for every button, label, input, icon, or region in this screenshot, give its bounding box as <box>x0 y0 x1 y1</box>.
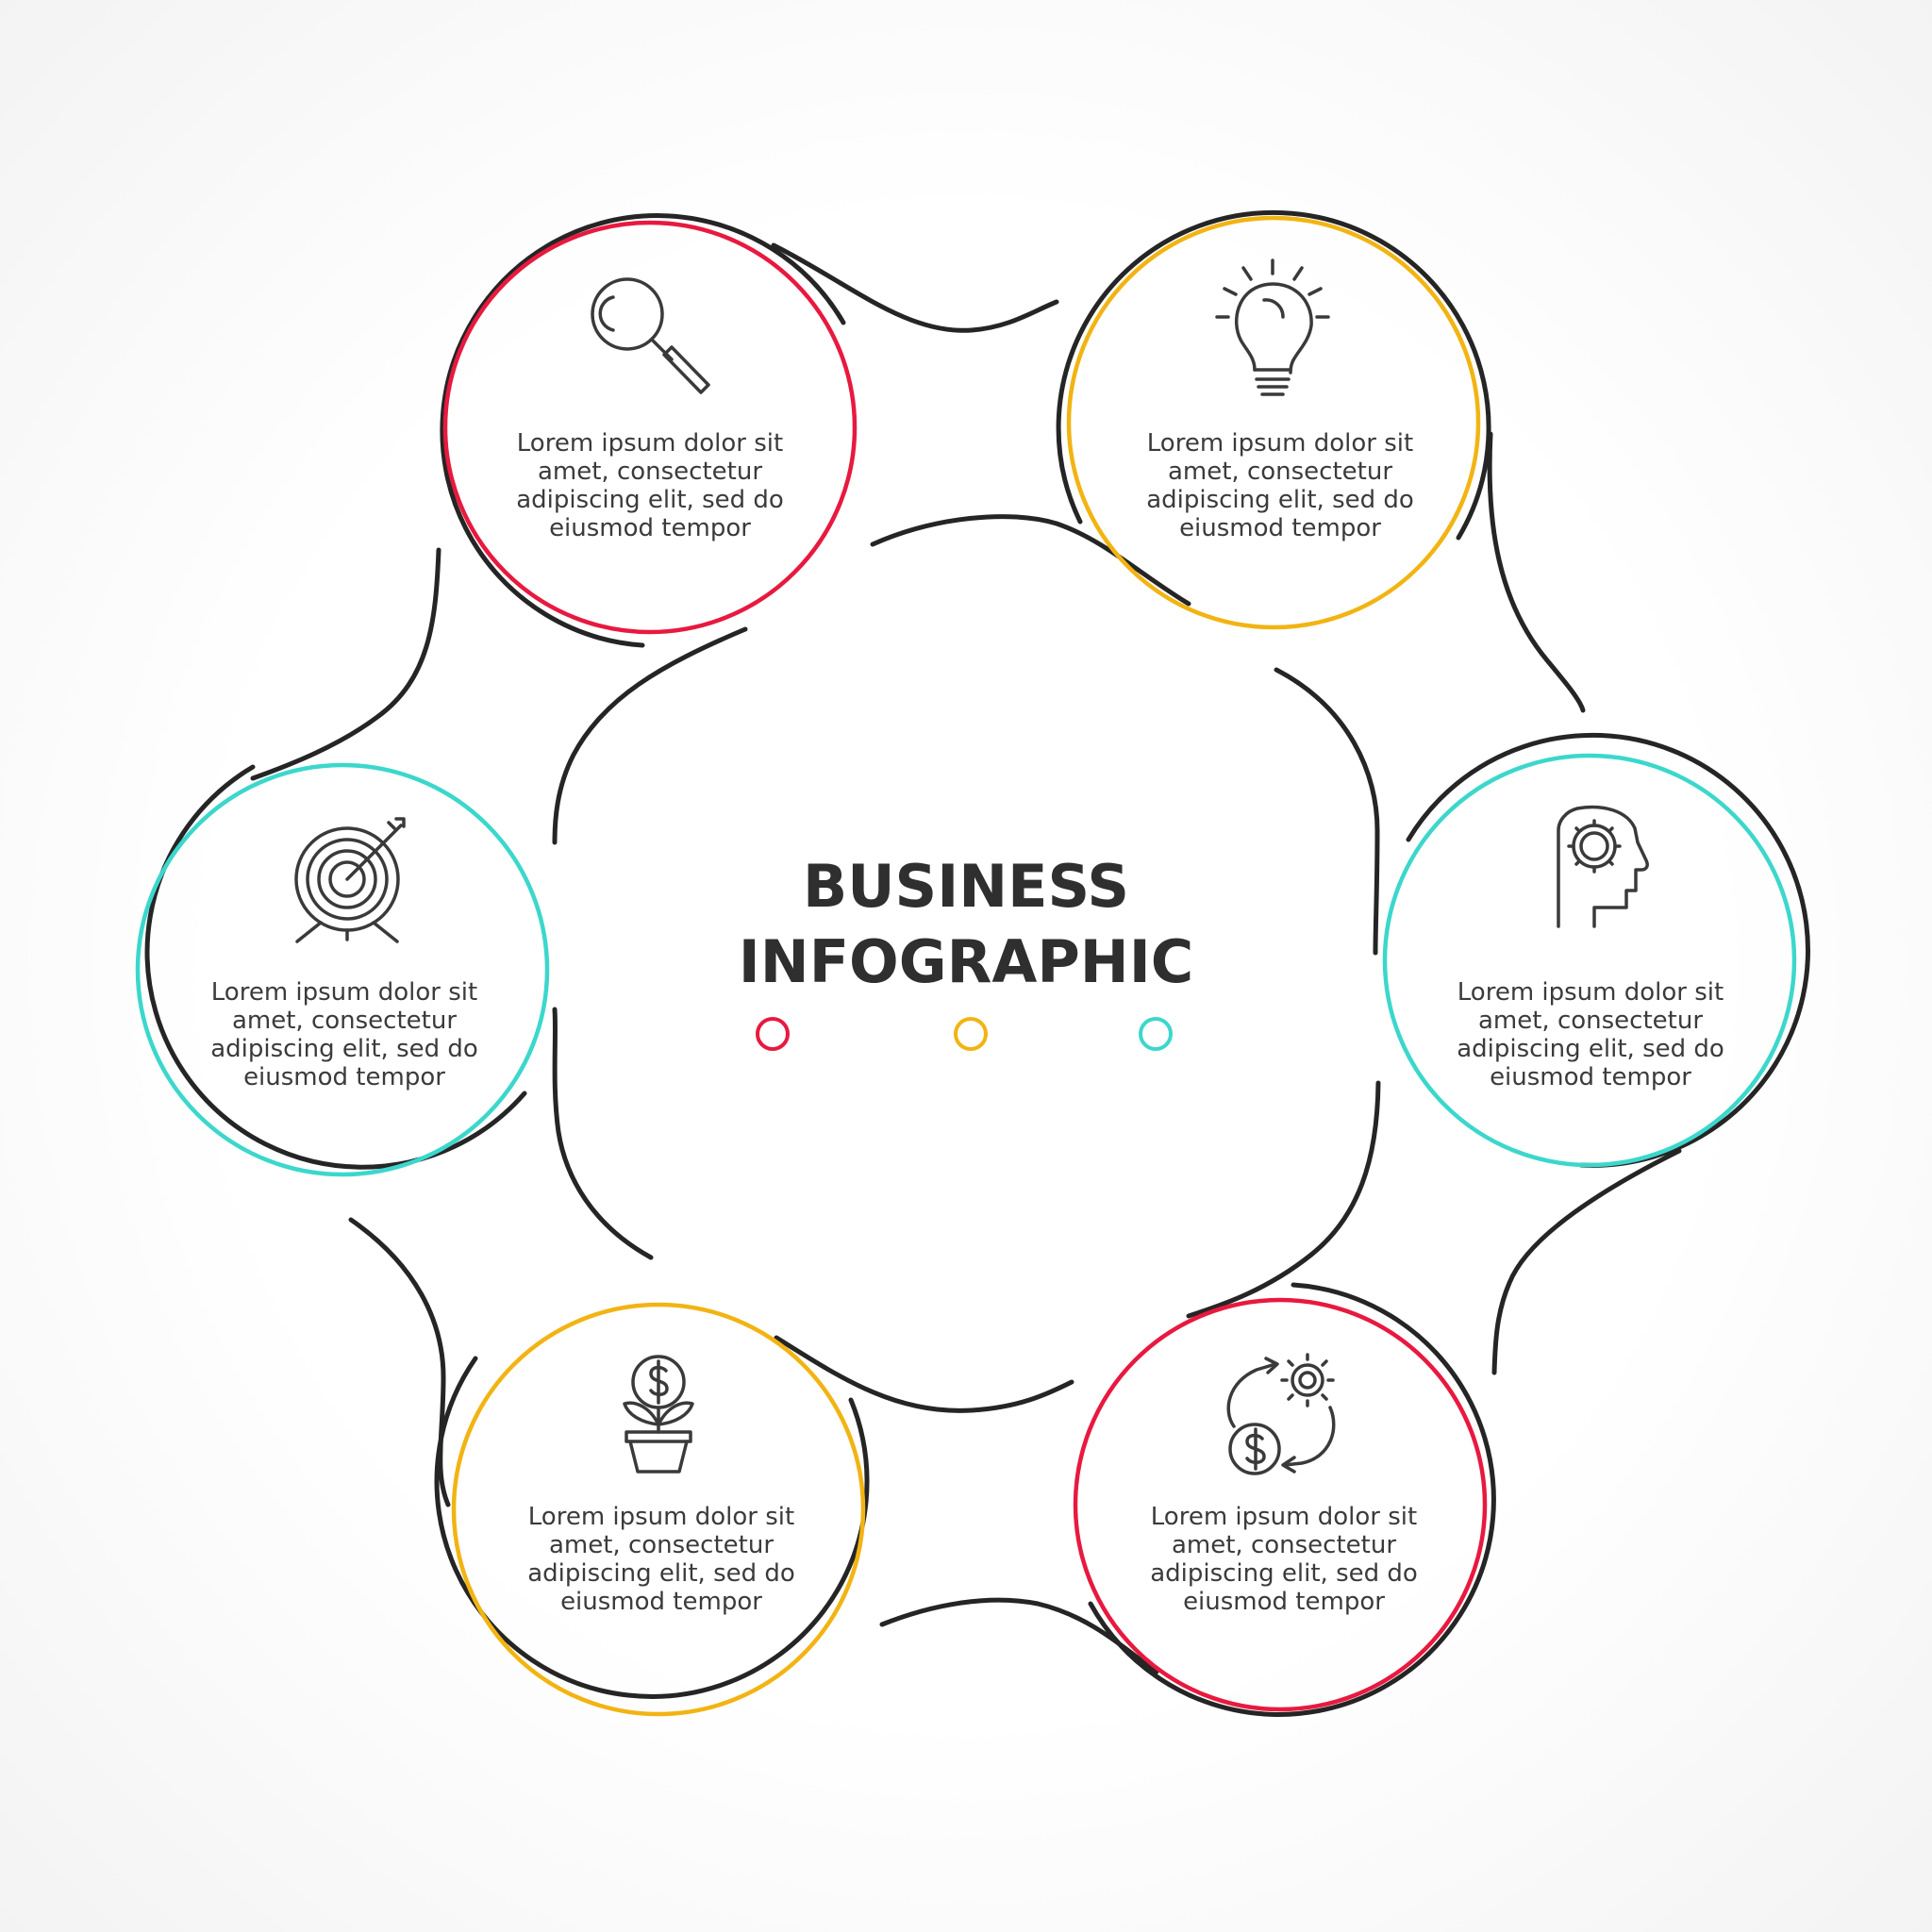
step-idea-line-1: Lorem ipsum dolor sit <box>1146 429 1414 458</box>
title-line-1: BUSINESS <box>802 852 1130 921</box>
step-exchange-line-2: amet, consectetur <box>1171 1531 1397 1559</box>
step-growth-ring <box>451 1302 866 1717</box>
step-growth-text: Lorem ipsum dolor sit amet, consectetur … <box>506 1503 817 1616</box>
step-target-text: Lorem ipsum dolor sit amet, consectetur … <box>189 978 500 1091</box>
step-exchange-line-4: eiusmod tempor <box>1183 1588 1385 1616</box>
connector-ur-outer <box>1487 431 1586 713</box>
step-thinking-text: Lorem ipsum dolor sit amet, consectetur … <box>1435 978 1746 1091</box>
head-gear-icon <box>1557 805 1649 928</box>
step-exchange-text: Lorem ipsum dolor sit amet, consectetur … <box>1128 1503 1440 1616</box>
step-exchange-line-3: adipiscing elit, sed do <box>1150 1559 1418 1588</box>
step-search-ring <box>442 220 858 635</box>
step-idea-text: Lorem ipsum dolor sit amet, consectetur … <box>1124 429 1436 542</box>
step-thinking-line-1: Lorem ipsum dolor sit <box>1457 978 1724 1007</box>
step-idea-line-3: adipiscing elit, sed do <box>1146 486 1414 514</box>
step-growth-line-2: amet, consectetur <box>548 1531 774 1559</box>
step-target-line-3: adipiscing elit, sed do <box>210 1035 478 1063</box>
step-thinking-line-2: amet, consectetur <box>1477 1007 1704 1035</box>
step-idea-line-2: amet, consectetur <box>1167 458 1393 486</box>
step-growth-line-3: adipiscing elit, sed do <box>527 1559 795 1588</box>
step-thinking-ring <box>1382 753 1797 1168</box>
step-idea-outline <box>1056 209 1491 541</box>
connector-group <box>250 242 1682 1674</box>
step-target-ring <box>135 762 550 1177</box>
lightbulb-icon <box>1215 258 1330 396</box>
connector-lr-inner <box>1186 1080 1381 1319</box>
step-target-line-4: eiusmod tempor <box>243 1063 445 1091</box>
connector-bottom-outer <box>879 1597 1159 1674</box>
step-target-line-1: Lorem ipsum dolor sit <box>210 978 478 1007</box>
step-growth-line-4: eiusmod tempor <box>560 1588 762 1616</box>
center-dot-yellow <box>954 1017 988 1051</box>
connector-top-inner <box>870 514 1191 607</box>
connector-ul-outer <box>250 547 441 781</box>
step-thinking-outline <box>1406 732 1810 1168</box>
connector-top-outer <box>771 242 1059 333</box>
step-thinking-line-4: eiusmod tempor <box>1490 1063 1691 1091</box>
step-search-line-1: Lorem ipsum dolor sit <box>516 429 784 458</box>
step-search-line-4: eiusmod tempor <box>549 514 751 542</box>
connector-lr-outer <box>1491 1148 1682 1375</box>
step-target-outline <box>144 764 527 1170</box>
connector-ll-inner <box>552 1007 654 1260</box>
step-growth-line-1: Lorem ipsum dolor sit <box>527 1503 795 1531</box>
magnifier-icon <box>591 277 710 394</box>
step-idea-ring <box>1066 215 1481 630</box>
title-line-2: INFOGRAPHIC <box>738 927 1194 996</box>
connector-ur-inner <box>1274 667 1380 956</box>
connector-ll-outer <box>348 1217 451 1507</box>
target-arrow-icon <box>294 817 406 943</box>
step-thinking-line-3: adipiscing elit, sed do <box>1457 1035 1724 1063</box>
center-dot-teal <box>1139 1017 1173 1051</box>
money-plant-icon <box>623 1355 694 1474</box>
colored-rings <box>135 215 1797 1717</box>
page-title: BUSINESS INFOGRAPHIC <box>683 849 1249 1000</box>
step-search-line-2: amet, consectetur <box>537 458 763 486</box>
connector-ul-inner <box>552 626 748 845</box>
connector-bottom-inner <box>774 1335 1074 1413</box>
step-target-line-2: amet, consectetur <box>231 1007 458 1035</box>
step-exchange-outline <box>1088 1282 1496 1717</box>
center-dots <box>756 1017 1173 1051</box>
step-idea-line-4: eiusmod tempor <box>1179 514 1381 542</box>
step-search-line-3: adipiscing elit, sed do <box>516 486 784 514</box>
center-dot-red <box>756 1017 790 1051</box>
step-exchange-line-1: Lorem ipsum dolor sit <box>1150 1503 1418 1531</box>
step-exchange-ring <box>1073 1297 1488 1712</box>
step-search-text: Lorem ipsum dolor sit amet, consectetur … <box>494 429 806 542</box>
step-search-outline <box>440 213 846 648</box>
money-gear-cycle-icon <box>1226 1353 1336 1475</box>
